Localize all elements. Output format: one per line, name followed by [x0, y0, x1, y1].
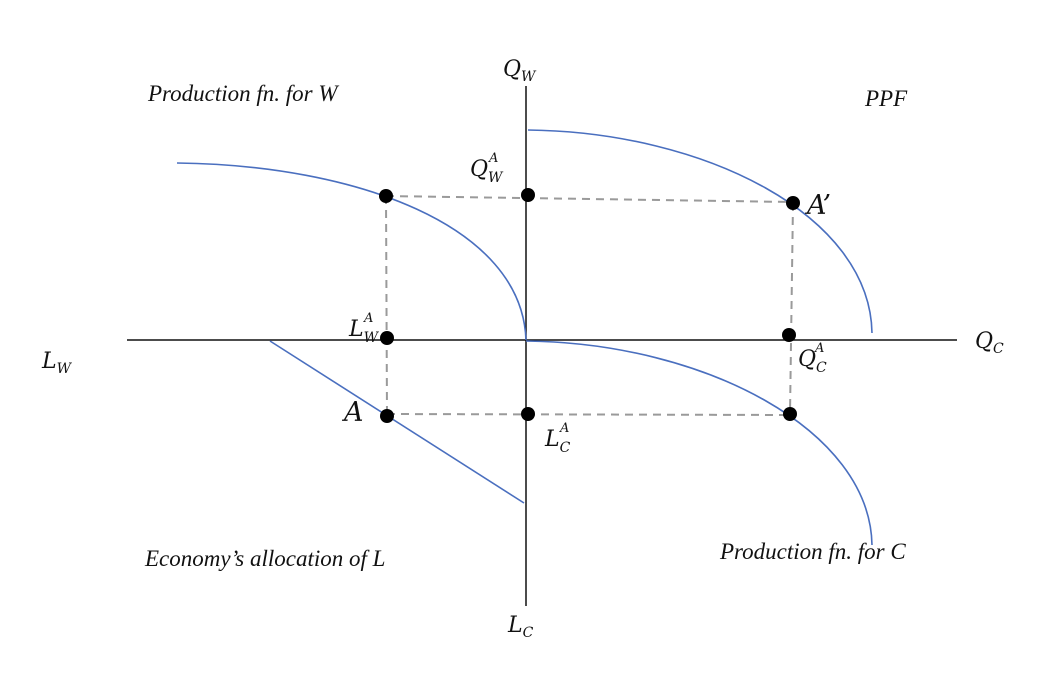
label-lwa: LWA	[348, 311, 380, 346]
caption-production-fn-c: Production fn. for C	[719, 539, 906, 564]
point-a-prime	[786, 196, 800, 210]
point-qca	[782, 328, 796, 342]
guide-line-right	[789, 202, 794, 415]
caption-production-fn-w: Production fn. for W	[147, 81, 339, 106]
label-qwa: QWA	[470, 151, 504, 186]
point-lwa	[380, 331, 394, 345]
caption-ppf: PPF	[864, 86, 908, 111]
production-fn-w-curve	[176, 162, 527, 341]
labor-allocation-line	[269, 340, 525, 504]
axis-label-qw: QW	[503, 57, 537, 85]
label-a-prime: A’	[804, 190, 831, 221]
axis-label-lw: LW	[41, 349, 73, 377]
production-fn-c-curve	[525, 340, 873, 546]
point-a	[380, 409, 394, 423]
point-lca	[521, 407, 535, 421]
point-w-production	[379, 189, 393, 203]
point-qwa	[521, 188, 535, 202]
point-c-production	[783, 407, 797, 421]
label-qca: QCA	[798, 341, 827, 376]
label-lca: LCA	[544, 421, 571, 456]
guide-line-left	[385, 195, 388, 417]
axis-label-lc: LC	[507, 613, 534, 641]
guide-line-bottom	[386, 413, 791, 416]
caption-allocation: Economy’s allocation of L	[144, 546, 385, 571]
guide-line-top	[385, 195, 794, 203]
label-a: A	[341, 397, 364, 428]
points	[379, 188, 800, 423]
ppf-curve	[527, 129, 873, 334]
axis-label-qc: QC	[975, 329, 1004, 357]
